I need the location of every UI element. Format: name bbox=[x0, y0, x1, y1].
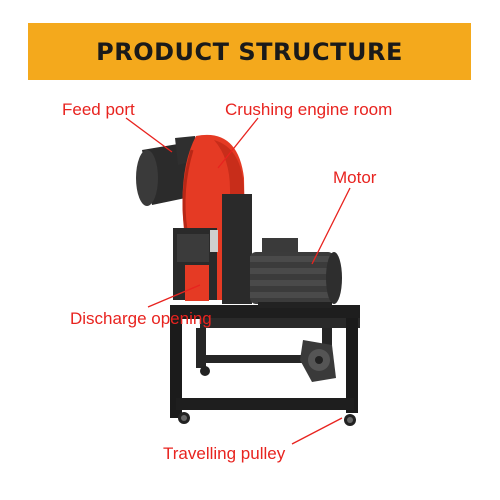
label-travelling-pulley: Travelling pulley bbox=[163, 444, 286, 463]
leader-pulley bbox=[291, 417, 343, 445]
title-banner: PRODUCT STRUCTURE bbox=[28, 23, 471, 80]
leader-crushing-room bbox=[217, 117, 259, 169]
label-feed-port: Feed port bbox=[62, 100, 135, 119]
motor-body bbox=[250, 238, 342, 308]
leader-discharge bbox=[147, 284, 201, 308]
leader-feed-port bbox=[125, 117, 173, 153]
label-motor: Motor bbox=[333, 168, 377, 187]
belt-tensioner bbox=[300, 340, 336, 382]
label-crushing-engine-room: Crushing engine room bbox=[225, 100, 393, 119]
leader-motor bbox=[311, 187, 351, 265]
page-title: PRODUCT STRUCTURE bbox=[96, 37, 403, 66]
label-discharge-opening: Discharge opening bbox=[70, 309, 212, 328]
machine-frame bbox=[170, 305, 360, 418]
leader-lines bbox=[125, 117, 351, 445]
discharge-box bbox=[173, 228, 218, 301]
